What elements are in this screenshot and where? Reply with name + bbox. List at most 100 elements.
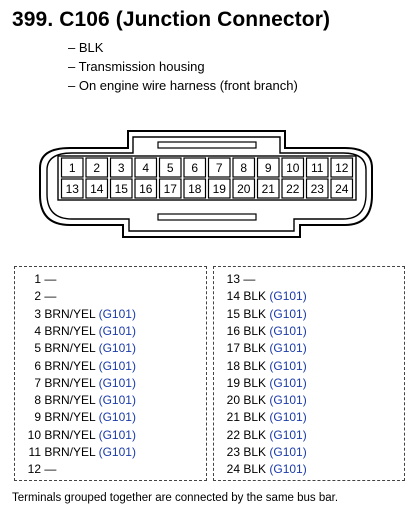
pin-number: 13	[226, 272, 240, 286]
pinout-row-10: 10 BRN/YEL (G101)	[21, 428, 136, 442]
pinout-row-15: 15 BLK (G101)	[220, 307, 307, 321]
connector-pin-label: 11	[311, 161, 324, 175]
pin-number: 23	[226, 445, 240, 459]
ground-reference-link[interactable]: (G101)	[98, 323, 136, 338]
pin-block	[57, 155, 357, 201]
pin-number: 19	[226, 375, 240, 390]
pinout-row-18: 18 BLK (G101)	[220, 359, 307, 373]
pinout-row-1: 1 —	[21, 272, 56, 286]
connector-pin-label: 20	[237, 182, 251, 196]
wire-color: BLK	[243, 410, 267, 425]
connector-pin-label: 6	[191, 161, 198, 175]
pin-number: 14	[226, 289, 240, 304]
connector-pin-cell: 12	[330, 157, 354, 178]
pinout-row-7: 7 BRN/YEL (G101)	[21, 376, 136, 390]
pinout-row-14: 14 BLK (G101)	[220, 289, 307, 303]
wire-color: BLK	[243, 462, 267, 477]
pin-number: 12	[27, 462, 41, 477]
ground-reference-link[interactable]: (G101)	[269, 462, 307, 477]
connector-pin-label: 10	[286, 161, 300, 175]
wire-color: BRN/YEL	[44, 410, 96, 425]
pin-number: 22	[226, 427, 240, 442]
ground-reference-link[interactable]: (G101)	[269, 341, 307, 356]
connector-pin-label: 23	[311, 182, 325, 196]
pin-number: 5	[34, 341, 41, 356]
pinout-row-9: 9 BRN/YEL (G101)	[21, 410, 136, 424]
pinout-panel-right: 13 —14 BLK (G101)15 BLK (G101)16 BLK (G1…	[213, 266, 405, 481]
wire-color: BLK	[243, 289, 267, 304]
connector-pin-cell: 9	[256, 157, 280, 178]
detail-harness: – On engine wire harness (front branch)	[68, 78, 298, 93]
connector-pin-cell: 3	[109, 157, 133, 178]
wire-color: BLK	[243, 358, 267, 373]
pin-number: 7	[34, 375, 41, 390]
ground-reference-link[interactable]: (G101)	[98, 445, 136, 459]
wire-color: BLK	[243, 393, 267, 408]
connector-pin-cell: 6	[183, 157, 207, 178]
ground-reference-link[interactable]: (G101)	[98, 427, 136, 442]
connector-pin-cell: 15	[109, 178, 133, 199]
connector-pin-label: 12	[335, 161, 349, 175]
connector-pin-cell: 7	[207, 157, 231, 178]
connector-pin-label: 24	[335, 182, 349, 196]
wire-color: BRN/YEL	[44, 427, 96, 442]
wire-color: BLK	[243, 375, 267, 390]
pin-number: 20	[226, 393, 240, 408]
ground-reference-link[interactable]: (G101)	[269, 358, 307, 373]
connector-top-key	[157, 141, 257, 149]
ground-reference-link[interactable]: (G101)	[98, 306, 136, 321]
pin-number: 8	[34, 393, 41, 408]
connector-pin-cell: 11	[305, 157, 329, 178]
ground-reference-link[interactable]: (G101)	[98, 375, 136, 390]
wire-color: BRN/YEL	[44, 323, 96, 338]
wire-color: BLK	[243, 341, 267, 356]
connector-pin-label: 21	[262, 182, 276, 196]
connector-pin-label: 19	[213, 182, 227, 196]
wire-color: —	[44, 272, 57, 286]
connector-pin-label: 9	[265, 161, 272, 175]
wire-color: BLK	[243, 323, 267, 338]
connector-pin-cell: 20	[232, 178, 256, 199]
connector-pin-cell: 1	[60, 157, 84, 178]
ground-reference-link[interactable]: (G101)	[98, 393, 136, 408]
pin-number: 21	[226, 410, 240, 425]
ground-reference-link[interactable]: (G101)	[269, 410, 307, 425]
ground-reference-link[interactable]: (G101)	[98, 358, 136, 373]
connector-pin-cell: 19	[207, 178, 231, 199]
pin-number: 3	[34, 306, 41, 321]
pin-number: 16	[226, 323, 240, 338]
connector-pin-cell: 23	[305, 178, 329, 199]
wire-color: BRN/YEL	[44, 393, 96, 408]
wire-color: BLK	[243, 445, 267, 459]
pin-number: 11	[28, 445, 41, 459]
pinout-row-6: 6 BRN/YEL (G101)	[21, 359, 136, 373]
ground-reference-link[interactable]: (G101)	[269, 445, 307, 459]
ground-reference-link[interactable]: (G101)	[269, 323, 307, 338]
connector-pin-label: 15	[115, 182, 129, 196]
pinout-row-5: 5 BRN/YEL (G101)	[21, 341, 136, 355]
ground-reference-link[interactable]: (G101)	[269, 289, 307, 304]
wire-color: BRN/YEL	[44, 341, 96, 356]
wire-color: BRN/YEL	[44, 306, 96, 321]
pinout-row-24: 24 BLK (G101)	[220, 462, 307, 476]
pinout-row-11: 11 BRN/YEL (G101)	[21, 445, 136, 459]
wire-color: —	[243, 272, 256, 286]
ground-reference-link[interactable]: (G101)	[98, 341, 136, 356]
connector-pin-cell: 13	[60, 178, 84, 199]
wire-color: BRN/YEL	[44, 375, 96, 390]
ground-reference-link[interactable]: (G101)	[269, 375, 307, 390]
wire-color: BLK	[243, 427, 267, 442]
connector-bottom-key	[157, 213, 257, 221]
pinout-panel-left: 1 —2 —3 BRN/YEL (G101)4 BRN/YEL (G101)5 …	[14, 266, 207, 481]
ground-reference-link[interactable]: (G101)	[269, 306, 307, 321]
ground-reference-link[interactable]: (G101)	[269, 393, 307, 408]
ground-reference-link[interactable]: (G101)	[269, 427, 307, 442]
pinout-row-19: 19 BLK (G101)	[220, 376, 307, 390]
connector-pin-cell: 24	[330, 178, 354, 199]
wire-color: —	[44, 289, 57, 304]
pinout-row-16: 16 BLK (G101)	[220, 324, 307, 338]
page-title: 399. C106 (Junction Connector)	[12, 8, 331, 31]
ground-reference-link[interactable]: (G101)	[98, 410, 136, 425]
connector-pin-cell: 8	[232, 157, 256, 178]
